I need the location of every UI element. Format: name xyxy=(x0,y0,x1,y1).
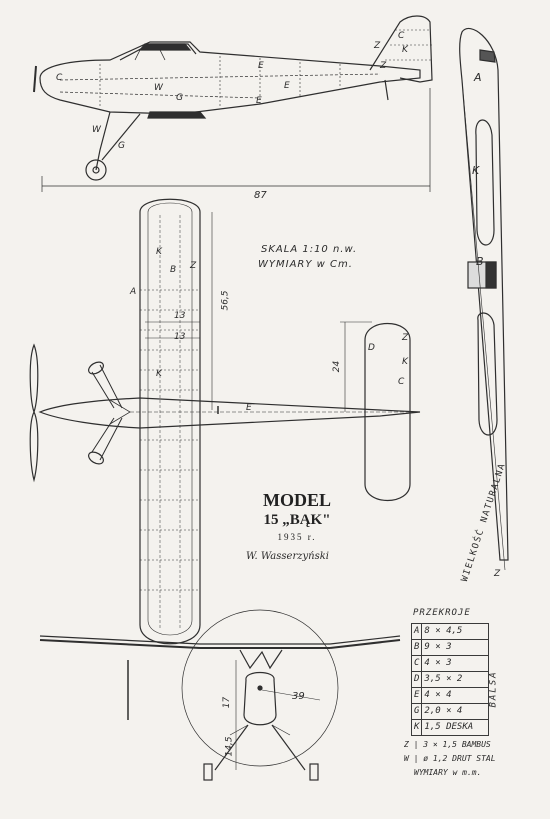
extra-row-wire: W | ø 1,2 DRUT STAL xyxy=(404,754,496,763)
part-letter-wing-a: A xyxy=(130,287,137,297)
front-view xyxy=(39,609,401,781)
part-letter-wing-k: K xyxy=(156,247,162,257)
sections-row-value: 3,5 × 2 xyxy=(421,671,490,688)
part-letter-fin-c: C xyxy=(398,31,405,41)
sections-row-value: 4 × 3 xyxy=(421,655,490,672)
sections-row-key: G xyxy=(410,703,423,720)
sections-row-value: 4 × 4 xyxy=(421,687,490,704)
dimension-span: 56,5 xyxy=(220,290,231,311)
sections-row-value: 2,0 × 4 xyxy=(421,703,490,720)
full-size-rib xyxy=(459,27,509,571)
part-letter-stab-k: K xyxy=(402,357,408,367)
part-letter-rib-z: Z xyxy=(494,569,501,579)
model-name: 15 „BĄK" xyxy=(263,512,331,528)
units-note: WYMIARY w m.m. xyxy=(414,768,482,777)
sections-row-key: E xyxy=(410,687,423,704)
part-letter-wing-z: Z xyxy=(190,261,197,271)
part-letter-rib-a: A xyxy=(474,71,482,84)
scale-line-1: SKALA 1:10 n.w. xyxy=(261,244,358,255)
part-letter-rib-k: K xyxy=(472,164,480,177)
dimension-front-a: 39 xyxy=(292,691,305,702)
author-signature: W. Wasserzyński xyxy=(246,551,329,562)
part-letter-wing-b: B xyxy=(170,265,177,275)
dimension-front-c: 14,5 xyxy=(224,736,235,757)
part-letter-stringer-mid: E xyxy=(284,81,290,91)
part-letter-stringer-top: E xyxy=(258,61,264,71)
part-letter-root-k: K xyxy=(156,369,162,379)
dimension-chord-a: 13 xyxy=(174,311,186,321)
material-label: BALSA xyxy=(488,670,499,708)
dimension-chord-b: 13 xyxy=(174,332,186,342)
top-view xyxy=(29,198,421,645)
side-view xyxy=(33,15,433,192)
model-title: MODEL xyxy=(262,490,331,510)
sections-title: PRZEKROJE xyxy=(413,608,471,618)
scale-line-2: WYMIARY w Cm. xyxy=(258,259,353,270)
part-letter-nose: C xyxy=(56,73,63,83)
sections-row-value: 9 × 3 xyxy=(421,639,490,656)
sections-row-key: B xyxy=(410,639,423,656)
part-letter-stab-c: C xyxy=(398,377,405,387)
dimension-length: 87 xyxy=(254,190,267,201)
part-letter-gear-leg: G xyxy=(118,141,125,151)
sections-row-key: A xyxy=(410,623,423,640)
part-letter-fin-z: Z xyxy=(374,41,381,51)
part-letter-strut: G xyxy=(176,93,183,103)
sections-row-value: 8 × 4,5 xyxy=(421,623,490,640)
model-year: 1935 r. xyxy=(277,532,317,542)
part-letter-fin-k: K xyxy=(402,45,408,55)
sections-row-key: D xyxy=(410,671,423,688)
extra-row-bamboo: Z | 3 × 1,5 BAMBUS xyxy=(404,740,491,749)
sections-row-value: 1,5 DESKA xyxy=(421,719,490,736)
sections-row-key: C xyxy=(410,655,423,672)
sections-row-key: K xyxy=(410,719,423,736)
part-letter-boom-e: E xyxy=(246,403,252,413)
part-letter-stab-d: D xyxy=(368,343,375,353)
part-letter-fin-z-lower: Z xyxy=(380,61,387,71)
part-letter-gear-wire: W xyxy=(92,125,101,135)
part-letter-rib-b: B xyxy=(476,255,484,268)
part-letter-wire-side: W xyxy=(154,83,163,93)
dimension-front-b: 17 xyxy=(222,696,233,709)
part-letter-stab-z: Z xyxy=(402,333,409,343)
dimension-tail: 24 xyxy=(332,360,343,373)
part-letter-stringer-low: E xyxy=(256,96,262,106)
